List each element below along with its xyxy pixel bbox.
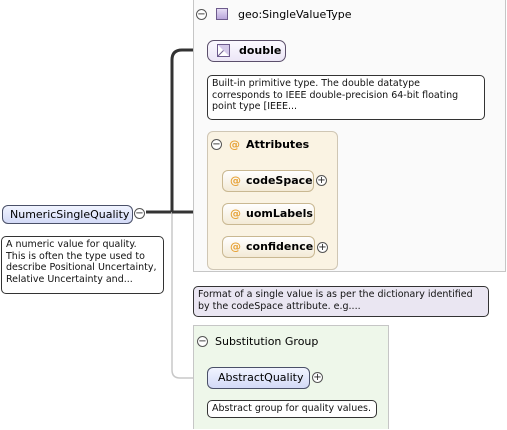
confidence-expand-toggle[interactable]: + [317,242,328,253]
root-element[interactable]: NumericSingleQuality [2,205,133,224]
attribute-codespace[interactable]: @ codeSpace [222,170,314,192]
attribute-name: codeSpace [246,174,313,187]
root-element-note: A numeric value for quality. This is oft… [1,236,164,294]
attributes-at-icon: @ [229,138,240,151]
base-type-note: Built-in primitive type. The double data… [207,75,485,120]
type-collapse-toggle[interactable]: − [196,9,207,20]
attribute-name: confidence [246,240,314,253]
attribute-confidence[interactable]: @ confidence [222,236,315,258]
base-type-label: double [239,44,282,57]
attribute-at-icon: @ [230,174,241,187]
type-note: Format of a single value is as per the d… [193,286,489,317]
substitution-element-note: Abstract group for quality values. [207,400,377,418]
attribute-uomlabels[interactable]: @ uomLabels [222,203,315,225]
attributes-title: Attributes [246,138,310,151]
base-type-double[interactable]: double [207,40,286,62]
codespace-expand-toggle[interactable]: + [316,175,327,186]
substitution-element-expand-toggle[interactable]: + [312,372,323,383]
substitution-collapse-toggle[interactable]: − [197,336,208,347]
substitution-element[interactable]: AbstractQuality [207,367,310,389]
root-collapse-toggle[interactable]: − [134,208,145,219]
substitution-group-title: Substitution Group [215,335,319,348]
attributes-collapse-toggle[interactable]: − [211,139,222,150]
attribute-at-icon: @ [230,240,241,253]
complex-type-icon [216,8,228,20]
simple-type-icon [217,44,230,57]
attribute-at-icon: @ [230,207,241,220]
connector-to-substitution [171,212,207,379]
type-name: geo:SingleValueType [238,8,352,21]
connector-to-double [170,48,207,212]
attribute-name: uomLabels [246,207,313,220]
